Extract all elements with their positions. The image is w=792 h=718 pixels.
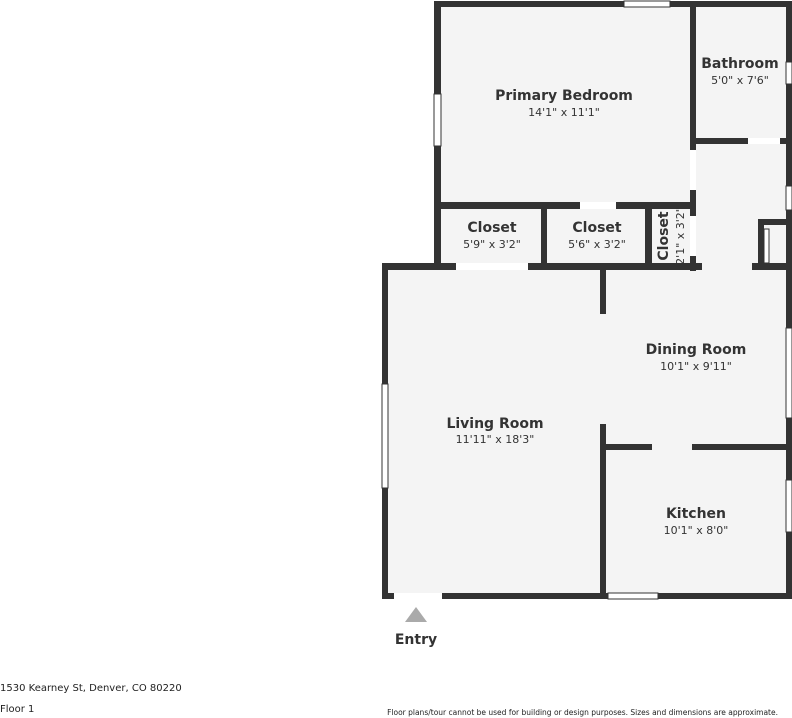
room-name-kitchen: Kitchen (666, 506, 726, 522)
room-dims-living-room: 11'11" x 18'3" (456, 433, 535, 446)
entry-marker-icon (405, 607, 427, 622)
entry-door (394, 593, 442, 599)
window (623, 0, 671, 8)
room-dims-closet-3: 2'1" x 3'2" (674, 207, 687, 265)
window (607, 592, 659, 600)
door-opening (748, 138, 780, 144)
room-dims-closet-2: 5'6" x 3'2" (568, 238, 626, 251)
openings (381, 0, 792, 600)
room-name-primary-bedroom: Primary Bedroom (495, 88, 633, 104)
disclaimer-text: Floor plans/tour cannot be used for buil… (387, 708, 778, 717)
door-opening (456, 263, 528, 270)
room-dims-kitchen: 10'1" x 8'0" (664, 524, 729, 537)
window (785, 479, 792, 533)
window (785, 327, 792, 419)
window (763, 228, 770, 264)
room-labels: Primary Bedroom 14'1" x 11'1" Bathroom 5… (446, 56, 778, 537)
window (433, 93, 442, 147)
room-name-living-room: Living Room (446, 416, 543, 432)
window (381, 383, 389, 489)
room-name-closet-3: Closet (656, 211, 672, 261)
window (785, 61, 792, 85)
door-opening (580, 202, 616, 209)
room-name-dining-room: Dining Room (646, 342, 747, 358)
room-dims-dining-room: 10'1" x 9'11" (660, 360, 732, 373)
room-name-closet-2: Closet (572, 220, 622, 236)
room-dims-bathroom: 5'0" x 7'6" (711, 74, 769, 87)
address-text: 1530 Kearney St, Denver, CO 80220 (0, 683, 182, 694)
floor-plan: Primary Bedroom 14'1" x 11'1" Bathroom 5… (381, 0, 792, 648)
entry-label: Entry (395, 632, 437, 648)
door-opening (690, 150, 696, 190)
room-name-closet-1: Closet (467, 220, 517, 236)
floor-label: Floor 1 (0, 704, 35, 715)
window (785, 185, 792, 211)
room-dims-closet-1: 5'9" x 3'2" (463, 238, 521, 251)
room-name-bathroom: Bathroom (701, 56, 779, 72)
room-dims-primary-bedroom: 14'1" x 11'1" (528, 106, 600, 119)
door-opening (690, 216, 696, 256)
